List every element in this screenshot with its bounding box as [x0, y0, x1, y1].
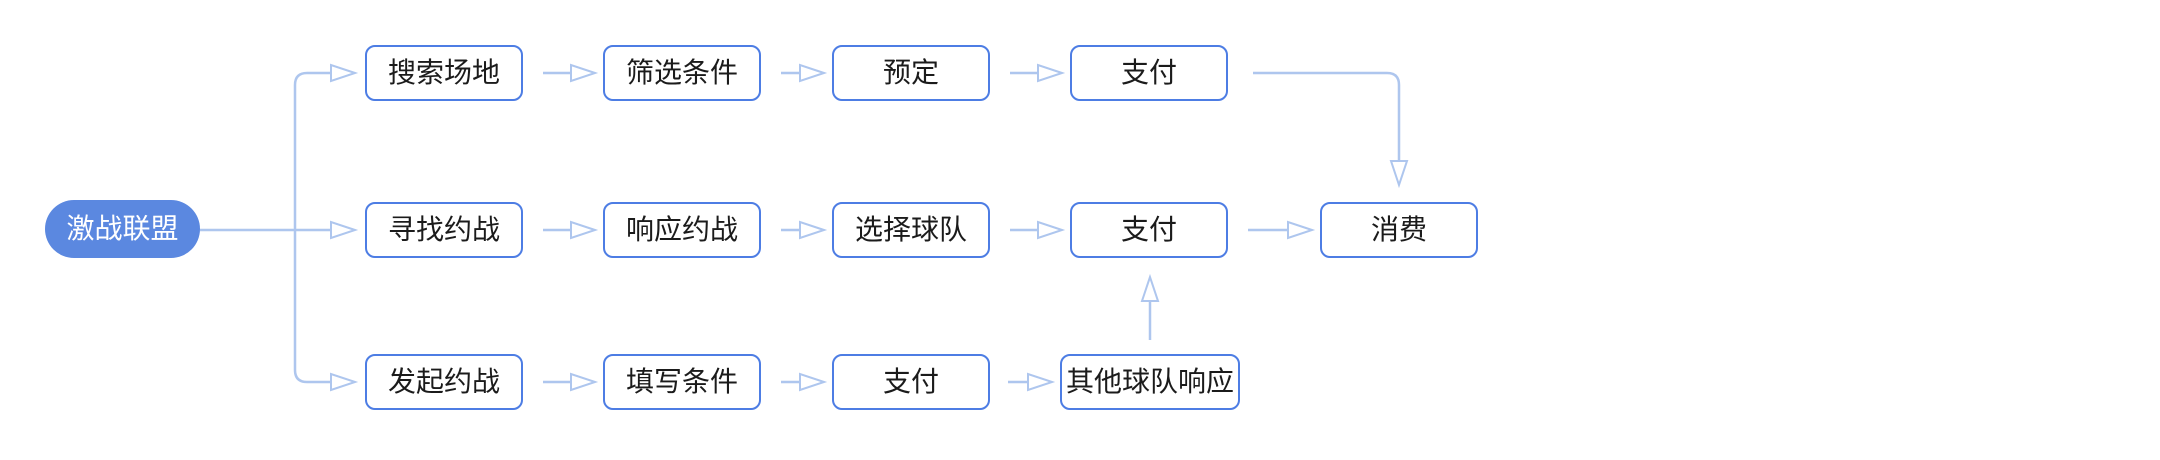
node-fill-conditions: 填写条件 — [603, 354, 761, 410]
connector-pay1-to-consume — [1253, 71, 1409, 189]
connector-root-to-initiate-match — [293, 230, 359, 392]
root-node-league: 激战联盟 — [45, 200, 200, 258]
connector-pay3-to-other-teams — [1008, 372, 1056, 392]
connector-find-match-to-respond — [543, 220, 599, 240]
node-pay-row1: 支付 — [1070, 45, 1228, 101]
node-filter-conditions: 筛选条件 — [603, 45, 761, 101]
connector-respond-to-select-team — [781, 220, 828, 240]
connector-other-teams-to-pay2 — [1140, 273, 1160, 340]
node-select-team: 选择球队 — [832, 202, 990, 258]
connector-root-to-search-venue — [293, 63, 359, 230]
connector-filter-to-reserve — [781, 63, 828, 83]
node-initiate-match: 发起约战 — [365, 354, 523, 410]
node-pay-row3: 支付 — [832, 354, 990, 410]
connector-search-venue-to-filter — [543, 63, 599, 83]
node-other-teams-respond: 其他球队响应 — [1060, 354, 1240, 410]
connector-fill-conditions-to-pay3 — [781, 372, 828, 392]
connector-root-to-find-match — [200, 220, 359, 240]
node-reserve: 预定 — [832, 45, 990, 101]
node-consume: 消费 — [1320, 202, 1478, 258]
node-find-match: 寻找约战 — [365, 202, 523, 258]
connector-pay2-to-consume — [1248, 220, 1316, 240]
node-respond-match: 响应约战 — [603, 202, 761, 258]
connector-select-team-to-pay2 — [1010, 220, 1066, 240]
node-pay-row2: 支付 — [1070, 202, 1228, 258]
node-search-venue: 搜索场地 — [365, 45, 523, 101]
connector-reserve-to-pay1 — [1010, 63, 1066, 83]
connector-initiate-to-fill-conditions — [543, 372, 599, 392]
